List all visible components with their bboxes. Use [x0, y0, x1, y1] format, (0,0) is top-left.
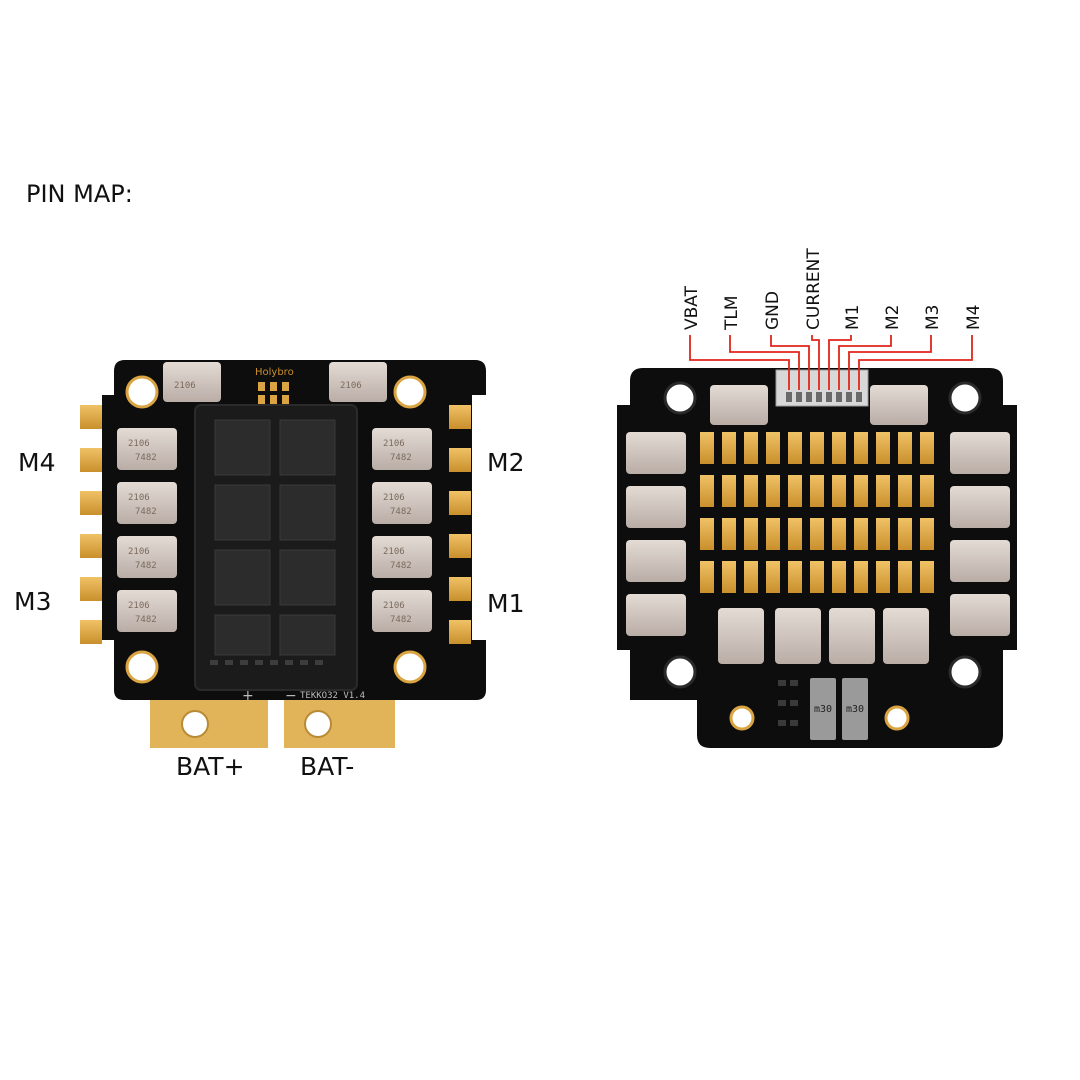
pin-labels: VBAT TLM GND CURRENT M1 M2 M3 M4 [682, 248, 984, 331]
shunt-label: m30 [814, 704, 832, 715]
cap-code: 2106 [383, 547, 405, 557]
bat-plus-hole [181, 710, 209, 738]
shunt-label: m30 [846, 704, 864, 715]
wire-tlm [729, 335, 800, 390]
battery-hole [884, 705, 910, 731]
wire-current [811, 335, 820, 390]
cap-code: 2106 [383, 601, 405, 611]
motor-label-m2: M2 [487, 448, 525, 477]
cap-code: 2106 [128, 601, 150, 611]
pin-label-gnd: GND [763, 291, 783, 330]
wire-m3 [848, 335, 932, 390]
cap-code: 2106 [383, 439, 405, 449]
pin-label-vbat: VBAT [682, 285, 702, 330]
mount-hole [948, 655, 982, 689]
motor-label-m4: M4 [18, 448, 56, 477]
front-esc-board: 2106 2106 2106 2106 2106 2106 2106 2106 … [80, 360, 486, 748]
logo-pads [258, 382, 289, 404]
mount-hole [663, 381, 697, 415]
battery-label-positive: BAT+ [176, 752, 245, 781]
cap-code: 7482 [390, 453, 412, 463]
battery-label-negative: BAT- [300, 752, 355, 781]
motor-label-m1: M1 [487, 589, 525, 618]
model-text: TEKKO32 V1.4 [300, 691, 365, 701]
polarity-minus: − [285, 688, 297, 704]
back-esc-board: m30 m30 VBAT TL [617, 248, 1017, 748]
cap-code: 2106 [383, 493, 405, 503]
wire-m2 [838, 335, 892, 390]
cap-code: 2106 [174, 381, 196, 391]
cap-code: 7482 [390, 561, 412, 571]
page-title: PIN MAP: [26, 180, 133, 208]
polarity-plus: + [242, 688, 254, 704]
pin-label-current: CURRENT [804, 248, 824, 330]
pin-label-m4: M4 [964, 305, 984, 330]
pin-label-m1: M1 [843, 305, 863, 330]
back-capacitors [626, 385, 1010, 664]
power-pad-grid [700, 432, 934, 593]
mount-hole [393, 375, 427, 409]
mount-hole [393, 650, 427, 684]
connector-pins [786, 392, 862, 402]
cap-code: 7482 [390, 507, 412, 517]
battery-hole [729, 705, 755, 731]
wire-gnd [770, 335, 810, 390]
front-top-capacitors [163, 362, 387, 402]
mosfets [214, 419, 336, 656]
mount-hole [125, 650, 159, 684]
shunt-resistors [810, 678, 868, 740]
pin-leader-wires [689, 335, 973, 390]
right-motor-pads [449, 405, 471, 644]
cap-code: 7482 [135, 453, 157, 463]
front-side-capacitors [117, 428, 432, 632]
mount-hole [663, 655, 697, 689]
cap-code: 2106 [128, 493, 150, 503]
bat-minus-hole [304, 710, 332, 738]
left-motor-pads [80, 405, 102, 644]
pin-label-tlm: TLM [722, 295, 742, 331]
wire-m1 [828, 335, 852, 390]
wire-vbat [689, 335, 790, 390]
mount-hole [125, 375, 159, 409]
cap-code: 2106 [128, 547, 150, 557]
cap-code: 7482 [135, 615, 157, 625]
pin-label-m2: M2 [883, 305, 903, 330]
cap-code: 2106 [340, 381, 362, 391]
brand-logo: Holybro [255, 367, 294, 378]
cap-code: 2106 [128, 439, 150, 449]
wire-m4 [858, 335, 973, 390]
motor-label-m3: M3 [14, 587, 52, 616]
cap-code: 7482 [135, 507, 157, 517]
mount-hole [948, 381, 982, 415]
cap-code: 7482 [135, 561, 157, 571]
cap-code: 7482 [390, 615, 412, 625]
pin-label-m3: M3 [923, 305, 943, 330]
